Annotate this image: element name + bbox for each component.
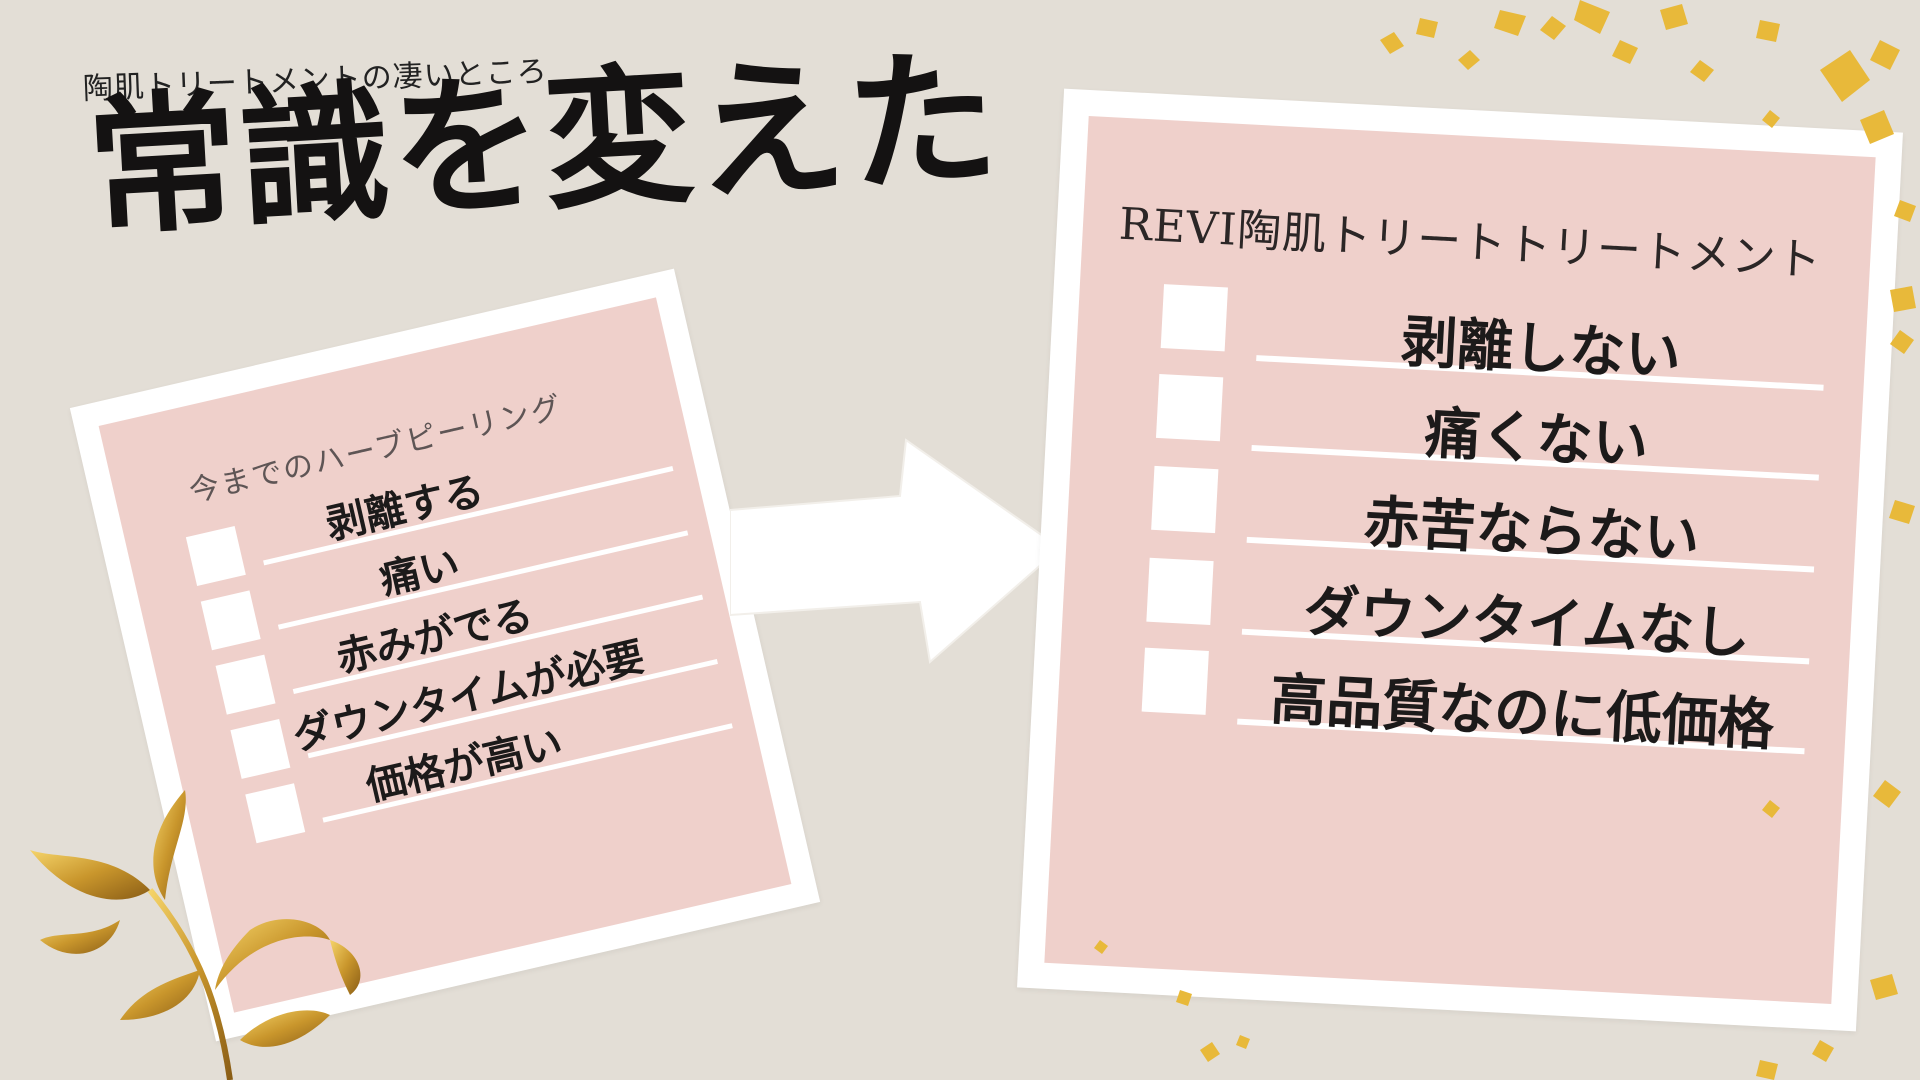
checkbox-icon <box>200 590 261 651</box>
checkbox-icon <box>1146 557 1214 626</box>
after-card: REVI陶肌トリートトリートメント 剥離しない 痛くない 赤苦ならない ダウンタ… <box>1017 88 1903 1032</box>
arrow-right-icon <box>730 438 1060 664</box>
checkbox-icon <box>1151 465 1219 534</box>
checkbox-icon <box>185 526 246 586</box>
after-item-label: 高品質なのに低価格 <box>1268 667 1776 759</box>
headline-title: 常識を変えた <box>83 30 1004 257</box>
after-card-title: REVI陶肌トリートトリートメント <box>1117 198 1823 287</box>
after-card-panel: REVI陶肌トリートトリートメント 剥離しない 痛くない 赤苦ならない ダウンタ… <box>1044 115 1876 1005</box>
after-item-label: 痛くない <box>1422 401 1650 478</box>
checkbox-icon <box>1155 374 1224 442</box>
checkbox-icon <box>215 654 276 715</box>
checkbox-icon <box>1160 284 1228 352</box>
checkbox-icon <box>230 718 291 779</box>
after-item-label: 赤苦ならない <box>1362 489 1702 573</box>
gold-leaves-icon <box>30 790 361 1080</box>
checkbox-icon <box>1141 647 1209 715</box>
